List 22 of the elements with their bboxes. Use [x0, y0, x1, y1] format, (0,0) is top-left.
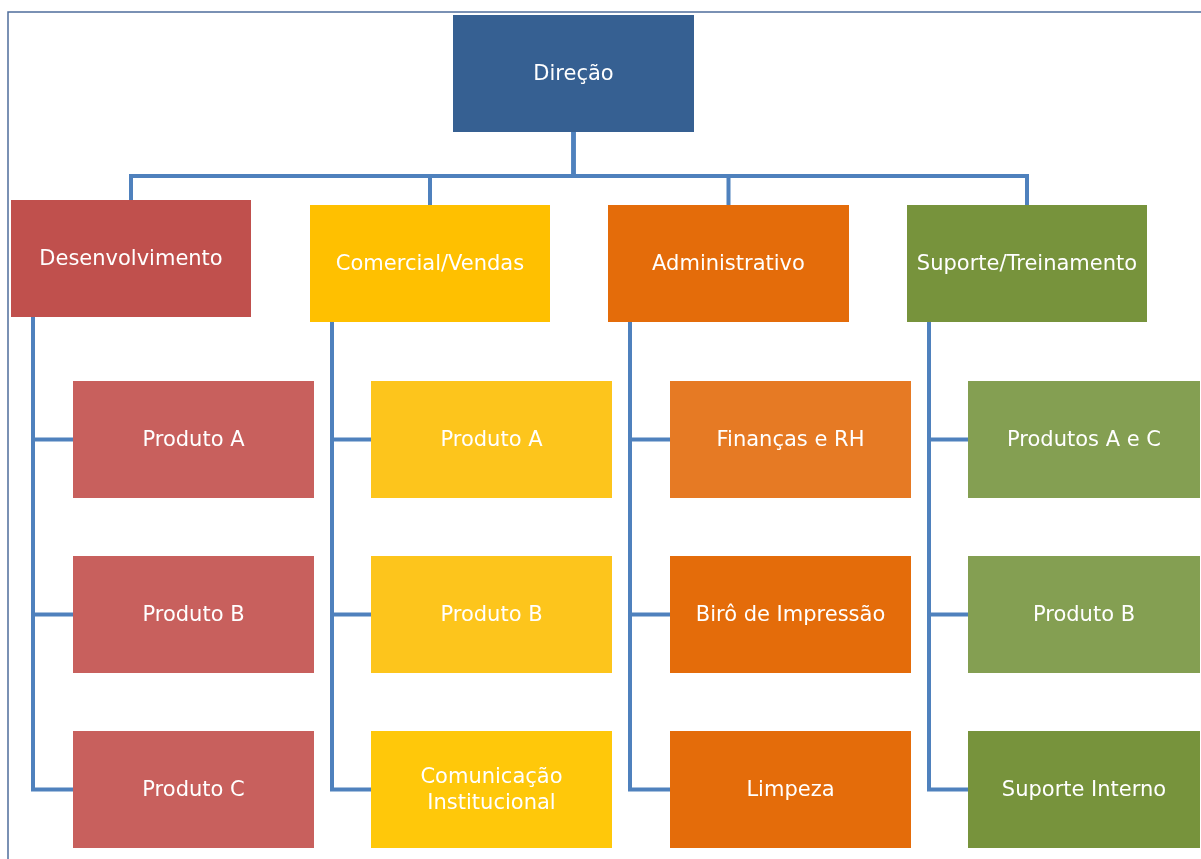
team-box: Limpeza	[670, 731, 911, 848]
team-box: Produto B	[73, 556, 314, 673]
team-box: Produto A	[73, 381, 314, 498]
team-box: Produto B	[968, 556, 1200, 673]
director-box: Direção	[453, 15, 694, 132]
team-box: Produto C	[73, 731, 314, 848]
team-box: Birô de Impressão	[670, 556, 911, 673]
department-box: Desenvolvimento	[11, 200, 251, 317]
team-box: Produto B	[371, 556, 612, 673]
team-box: Produtos A e C	[968, 381, 1200, 498]
team-box: Suporte Interno	[968, 731, 1200, 848]
connector-line	[31, 317, 73, 792]
department-box: Suporte/Treinamento	[907, 205, 1147, 322]
connector-line	[571, 132, 1029, 205]
connector-line	[927, 322, 968, 792]
team-box: Comunicação Institucional	[371, 731, 612, 848]
team-box: Finanças e RH	[670, 381, 911, 498]
department-box: Administrativo	[608, 205, 849, 322]
team-box: Produto A	[371, 381, 612, 498]
connector-line	[330, 322, 371, 792]
connector-line	[628, 322, 670, 792]
department-box: Comercial/Vendas	[310, 205, 550, 322]
